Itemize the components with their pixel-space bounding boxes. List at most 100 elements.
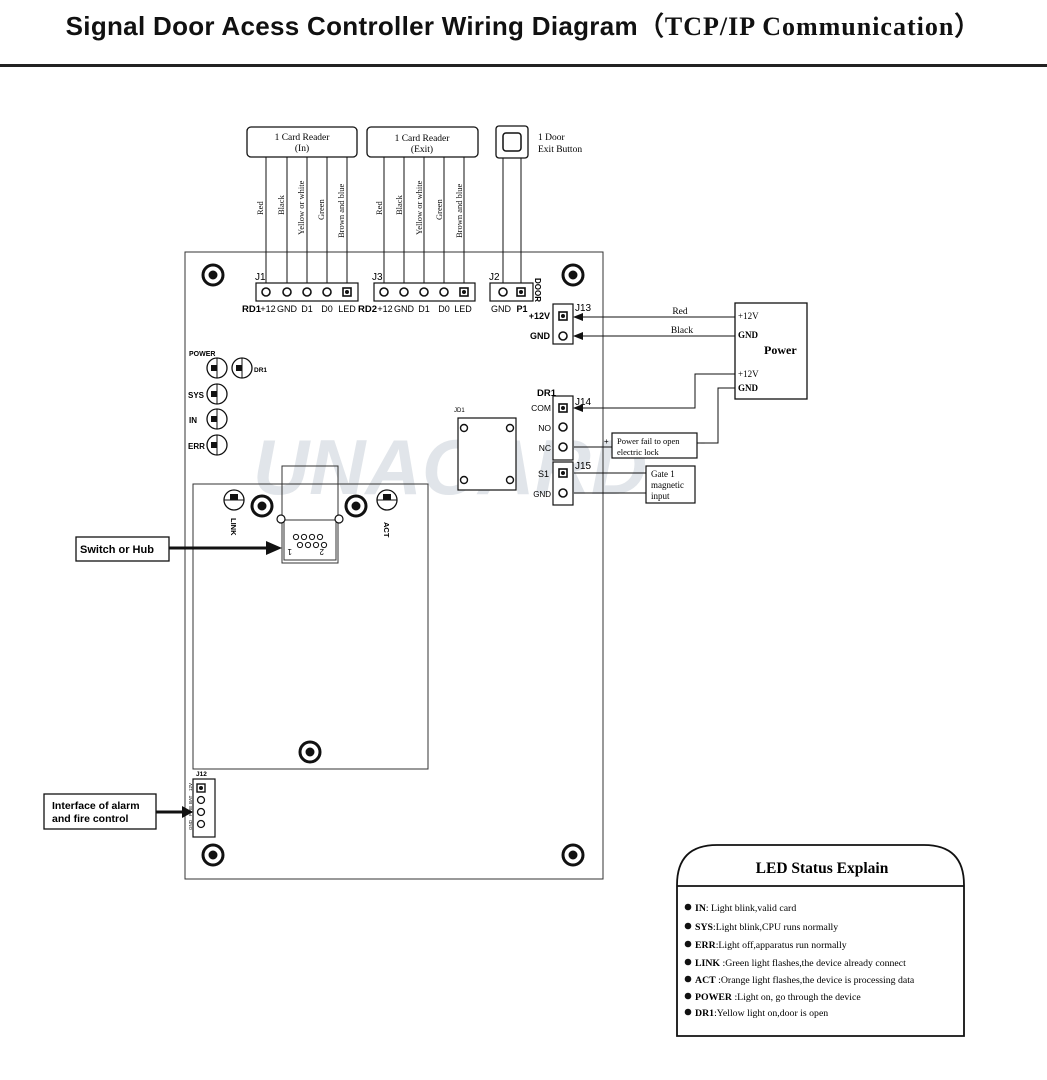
reader-in-label: 1 Card Reader	[275, 133, 331, 143]
pin-label: D0	[438, 304, 450, 314]
pin-label: D1	[418, 304, 430, 314]
rj45-pin1: 1	[287, 547, 292, 556]
title-rule	[0, 64, 1047, 67]
lock-minus: −	[700, 438, 705, 448]
rj45-port: 1 2	[276, 465, 344, 564]
led-status-item: IN: Light blink,valid card	[695, 903, 796, 914]
pin-label: +12	[377, 304, 392, 314]
pin-label: COM	[531, 403, 551, 413]
pin-label: 12V	[188, 783, 193, 791]
wire-black-label: Black	[671, 326, 693, 336]
pin-label: GND	[188, 819, 193, 830]
wire-label: Red	[374, 201, 384, 215]
led-sys-label: SYS	[188, 391, 205, 400]
pin-label: GND	[491, 304, 512, 314]
led-status-item: ACT :Orange light flashes,the device is …	[695, 975, 915, 986]
exit-button-sublabel: Exit Button	[538, 145, 582, 155]
exit-button-label: 1 Door	[538, 133, 565, 143]
door-label: DOOR	[533, 278, 542, 302]
wire-label: Black	[276, 194, 286, 215]
reader-exit-sublabel: (Exit)	[411, 144, 433, 155]
led-in-label: IN	[189, 416, 197, 425]
header-j1: J1	[255, 272, 266, 283]
magnetic-input-box	[645, 465, 696, 504]
network-module	[192, 483, 429, 770]
pin-label: FIRE	[188, 806, 193, 816]
alarm-label: Interface of alarm	[52, 800, 140, 812]
led-indicators: POWER DR1 SYS IN ERR	[188, 351, 267, 456]
pin-label: +12	[260, 304, 275, 314]
pin-label: GND	[530, 331, 551, 341]
header-j12: J12	[196, 771, 207, 778]
led-status-item: ERR:Light off,apparatus run normally	[695, 940, 847, 951]
switch-hub-label: Switch or Hub	[80, 544, 154, 556]
card-reader-exit: 1 Card Reader (Exit) Red Black Yellow or…	[358, 126, 479, 315]
pin-label: NO	[538, 423, 551, 433]
wire-label: Black	[394, 194, 404, 215]
header-j2: J2	[489, 272, 500, 283]
pin-label: +12V	[529, 311, 550, 321]
power-terminal: J13 +12V GND	[529, 303, 592, 345]
network-leds: LINK ACT	[223, 489, 398, 538]
led-dr1-label: DR1	[254, 367, 267, 374]
led-status-item: DR1:Yellow light on,door is open	[695, 1008, 828, 1019]
alarm-interface: Interface of alarm and fire control J12 …	[43, 771, 216, 838]
pin-label: GND	[738, 383, 759, 393]
page-title: Signal Door Acess Controller Wiring Diag…	[0, 6, 1047, 43]
sensor-label: magnetic	[651, 480, 684, 490]
led-link-label: LINK	[229, 518, 238, 536]
pin-label: D1	[301, 304, 313, 314]
controller-board	[184, 251, 604, 880]
group-rd1: RD1	[242, 304, 262, 315]
pin-label: P1	[516, 304, 527, 314]
lock-sublabel: electric lock	[617, 447, 660, 457]
power-supply: +12V GND Power +12V GND	[734, 302, 808, 400]
led-status-title: LED Status Explain	[756, 860, 889, 877]
led-power-label: POWER	[189, 351, 215, 358]
wire-red-label: Red	[672, 307, 688, 317]
card-reader-in: 1 Card Reader (In) Red Black Yellow or w…	[242, 126, 359, 315]
led-err-label: ERR	[188, 442, 205, 451]
relay-terminal: DR1 J14 COM NO NC	[531, 388, 592, 461]
sensor-label: Gate 1	[651, 469, 675, 479]
led-status-panel: LED Status Explain IN: Light blink,valid…	[676, 844, 965, 1037]
pin-label: +12V	[738, 311, 759, 321]
title-sub: （TCP/IP Communication）	[637, 12, 982, 41]
power-label: Power	[764, 343, 797, 357]
pin-label: D0	[321, 304, 333, 314]
header-j3: J3	[372, 272, 383, 283]
pin-label: LED	[338, 304, 356, 314]
pin-label: GND	[533, 490, 551, 499]
wire-label: Brown and blue	[454, 183, 464, 238]
wire-label: Yellow or white	[414, 180, 424, 235]
led-status-item: SYS:Light blink,CPU runs normally	[695, 922, 838, 933]
lock-label: Power fail to open	[617, 436, 680, 446]
exit-button: 1 Door Exit Button J2 DOOR GND P1	[489, 125, 582, 314]
rj45-pin2: 2	[319, 547, 324, 556]
wire-label: Yellow or white	[296, 180, 306, 235]
header-j15: J15	[575, 461, 592, 472]
wire-label: Green	[434, 198, 444, 220]
switch-hub-callout: Switch or Hub	[75, 536, 282, 562]
watermark: UNACARD	[253, 423, 647, 511]
group-rd2: RD2	[358, 304, 377, 315]
relay-chip: JD1	[454, 408, 517, 491]
sensor-terminal: J15 S1 GND	[533, 461, 592, 506]
pin-label: +12V	[738, 369, 759, 379]
sensor-label: input	[651, 491, 670, 501]
pin-label: BAT	[188, 795, 193, 804]
pin-label: LED	[454, 304, 472, 314]
reader-exit-label: 1 Card Reader	[395, 134, 451, 144]
title-main: Signal Door Acess Controller Wiring Diag…	[65, 11, 638, 41]
led-status-item: POWER :Light on, go through the device	[695, 992, 861, 1003]
led-act-label: ACT	[382, 522, 391, 538]
header-dr1: DR1	[537, 388, 557, 399]
lock-plus: +	[604, 437, 609, 446]
mounting-holes	[201, 263, 585, 867]
pin-label: GND	[277, 304, 298, 314]
pin-label: S1	[538, 469, 549, 479]
pin-label: GND	[394, 304, 415, 314]
header-j13: J13	[575, 303, 592, 314]
electric-lock-box	[611, 432, 698, 459]
